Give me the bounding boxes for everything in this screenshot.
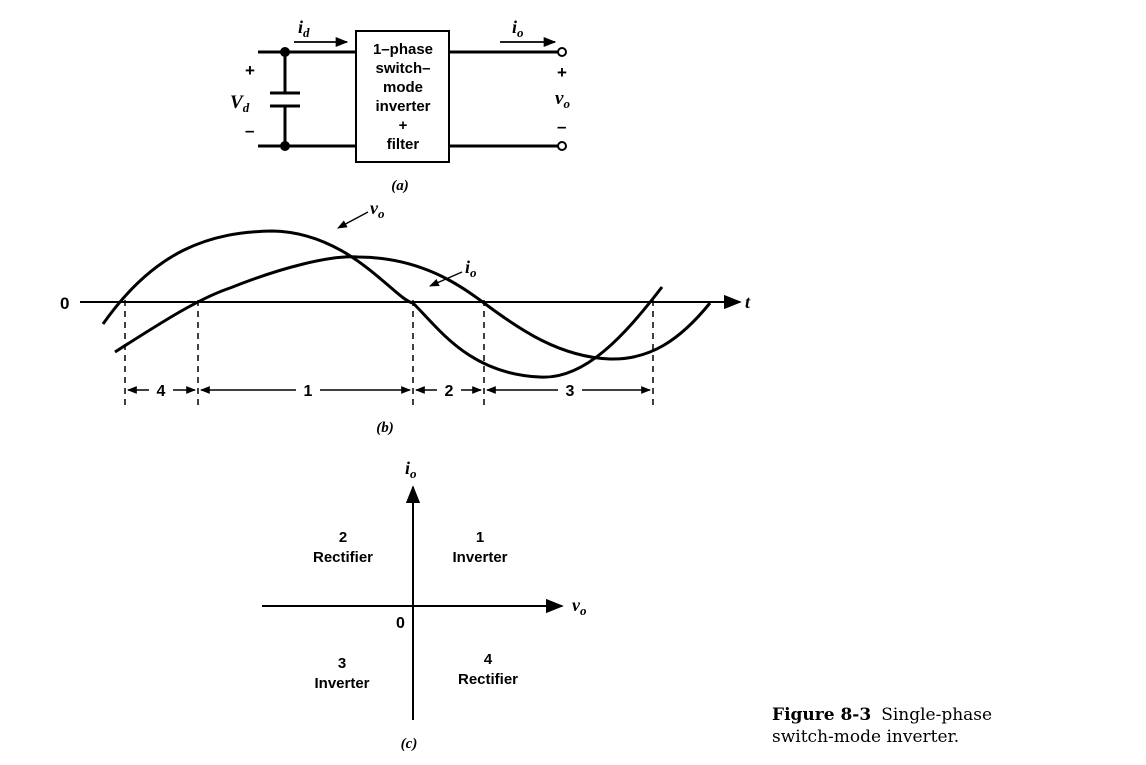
io-curve-sub: o	[470, 265, 477, 280]
quadrant-1-name: Inverter	[452, 549, 507, 566]
origin-label-c: 0	[396, 615, 405, 632]
block-line-6: filter	[387, 136, 420, 153]
vo-curve	[101, 229, 664, 379]
vo-curve-label: v	[370, 198, 379, 218]
quadrant-2-name: Rectifier	[313, 549, 373, 566]
output-terminal-bottom	[557, 141, 567, 151]
svg-text:io: io	[405, 458, 417, 481]
block-line-2: switch–	[375, 60, 430, 77]
figure-caption-line-1: Single-phase	[881, 705, 992, 725]
caption-a: (a)	[391, 178, 409, 194]
output-current-sub: o	[517, 25, 524, 40]
output-voltage-sub: o	[563, 96, 570, 111]
caption-c: (c)	[401, 736, 418, 752]
output-current-label: i	[512, 17, 517, 37]
svg-text:io: io	[465, 257, 477, 280]
quadrant-3-number: 3	[338, 655, 346, 672]
block-line-4: inverter	[375, 98, 430, 115]
vo-axis-label: v	[572, 595, 581, 615]
io-curve-label: i	[465, 257, 470, 277]
svg-text:vo: vo	[370, 198, 385, 221]
svg-text:vo: vo	[572, 595, 587, 618]
figure-number: Figure 8-3	[772, 705, 871, 725]
dc-voltage-label: V	[230, 92, 244, 113]
quadrant-4-name: Rectifier	[458, 671, 518, 688]
output-terminal-top	[557, 47, 567, 57]
quadrant-1-number: 1	[476, 529, 484, 546]
plus-left: +	[245, 61, 255, 80]
io-axis-sub: o	[410, 466, 417, 481]
svg-text:id: id	[298, 17, 310, 40]
input-current-label: i	[298, 17, 303, 37]
caption-b: (b)	[376, 420, 394, 436]
io-curve	[114, 255, 712, 361]
plus-right: +	[557, 63, 567, 82]
block-line-3: mode	[383, 79, 423, 96]
node-bottom	[280, 141, 290, 151]
time-axis-label: t	[745, 292, 751, 312]
vo-curve-sub: o	[378, 206, 385, 221]
block-line-1: 1–phase	[373, 41, 433, 58]
io-axis-label: i	[405, 458, 410, 478]
interval-1-label: 1	[304, 383, 313, 400]
dc-voltage-sub: d	[243, 100, 250, 115]
svg-text:Vd: Vd	[230, 92, 250, 115]
input-current-sub: d	[303, 25, 310, 40]
block-line-5: +	[399, 117, 408, 134]
panel-c-quadrants: io vo 0 1 Inverter 2 Rectifier 3 Inverte…	[262, 458, 587, 752]
vo-leader	[337, 211, 369, 229]
panel-a-circuit	[258, 30, 558, 163]
inverter-block	[355, 30, 450, 163]
quadrant-3-name: Inverter	[314, 675, 369, 692]
node-top	[280, 47, 290, 57]
svg-text:vo: vo	[555, 88, 570, 111]
origin-label-b: 0	[60, 294, 69, 313]
figure-caption-line-2: switch-mode inverter.	[772, 727, 959, 747]
io-leader	[429, 271, 463, 287]
minus-right: –	[557, 117, 566, 136]
output-voltage-label: v	[555, 88, 564, 109]
interval-2-label: 2	[445, 383, 454, 400]
svg-text:io: io	[512, 17, 524, 40]
quadrant-2-number: 2	[339, 529, 347, 546]
quadrant-4-number: 4	[484, 651, 493, 668]
minus-left: –	[245, 121, 254, 140]
vo-axis-sub: o	[580, 603, 587, 618]
interval-4-label: 4	[157, 383, 166, 400]
panel-b-waveforms: 4 1 2 3 0 t vo io (b)	[60, 198, 751, 436]
interval-3-label: 3	[566, 383, 575, 400]
